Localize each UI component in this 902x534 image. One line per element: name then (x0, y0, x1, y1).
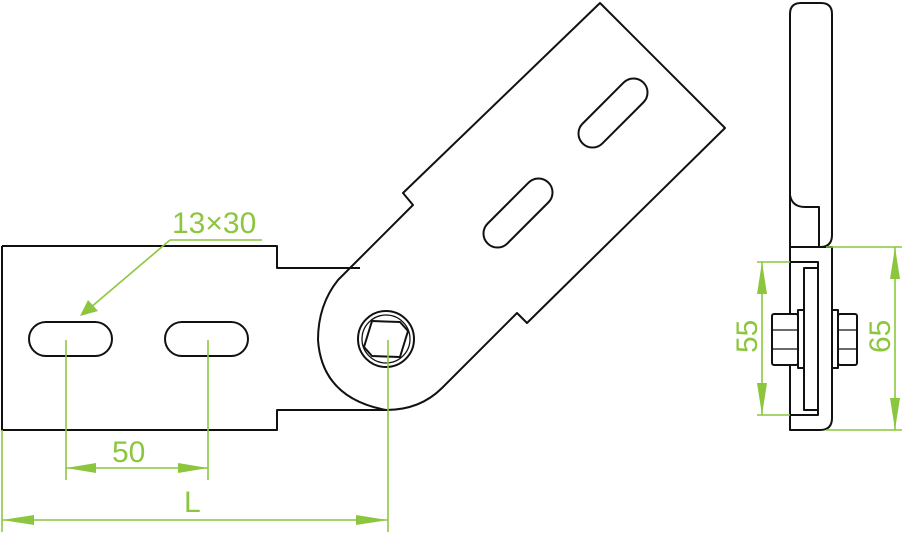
dimension-slot-spacing: 50 (65, 340, 209, 480)
rotating-arm (317, 2, 726, 411)
side-view (771, 2, 858, 431)
inner-height-label: 55 (731, 320, 764, 353)
dimension-length: L (1, 340, 389, 532)
dimension-outer-height: 65 (826, 246, 902, 431)
dimension-inner-height: 55 (731, 261, 790, 416)
nut-left (771, 313, 799, 366)
base-slot-right (164, 321, 249, 357)
slot-spacing-label: 50 (112, 436, 145, 469)
slot-size-label: 13×30 (172, 207, 256, 240)
arm-slot-lower (482, 177, 554, 249)
base-plate (1, 245, 386, 431)
length-label: L (184, 486, 201, 519)
outer-height-label: 65 (864, 320, 897, 353)
nut-right (837, 313, 858, 366)
arm-slot-upper (577, 77, 649, 149)
base-slot-left (28, 321, 113, 357)
dimension-slot-size: 13×30 (80, 207, 262, 316)
bolt-head (357, 310, 415, 368)
